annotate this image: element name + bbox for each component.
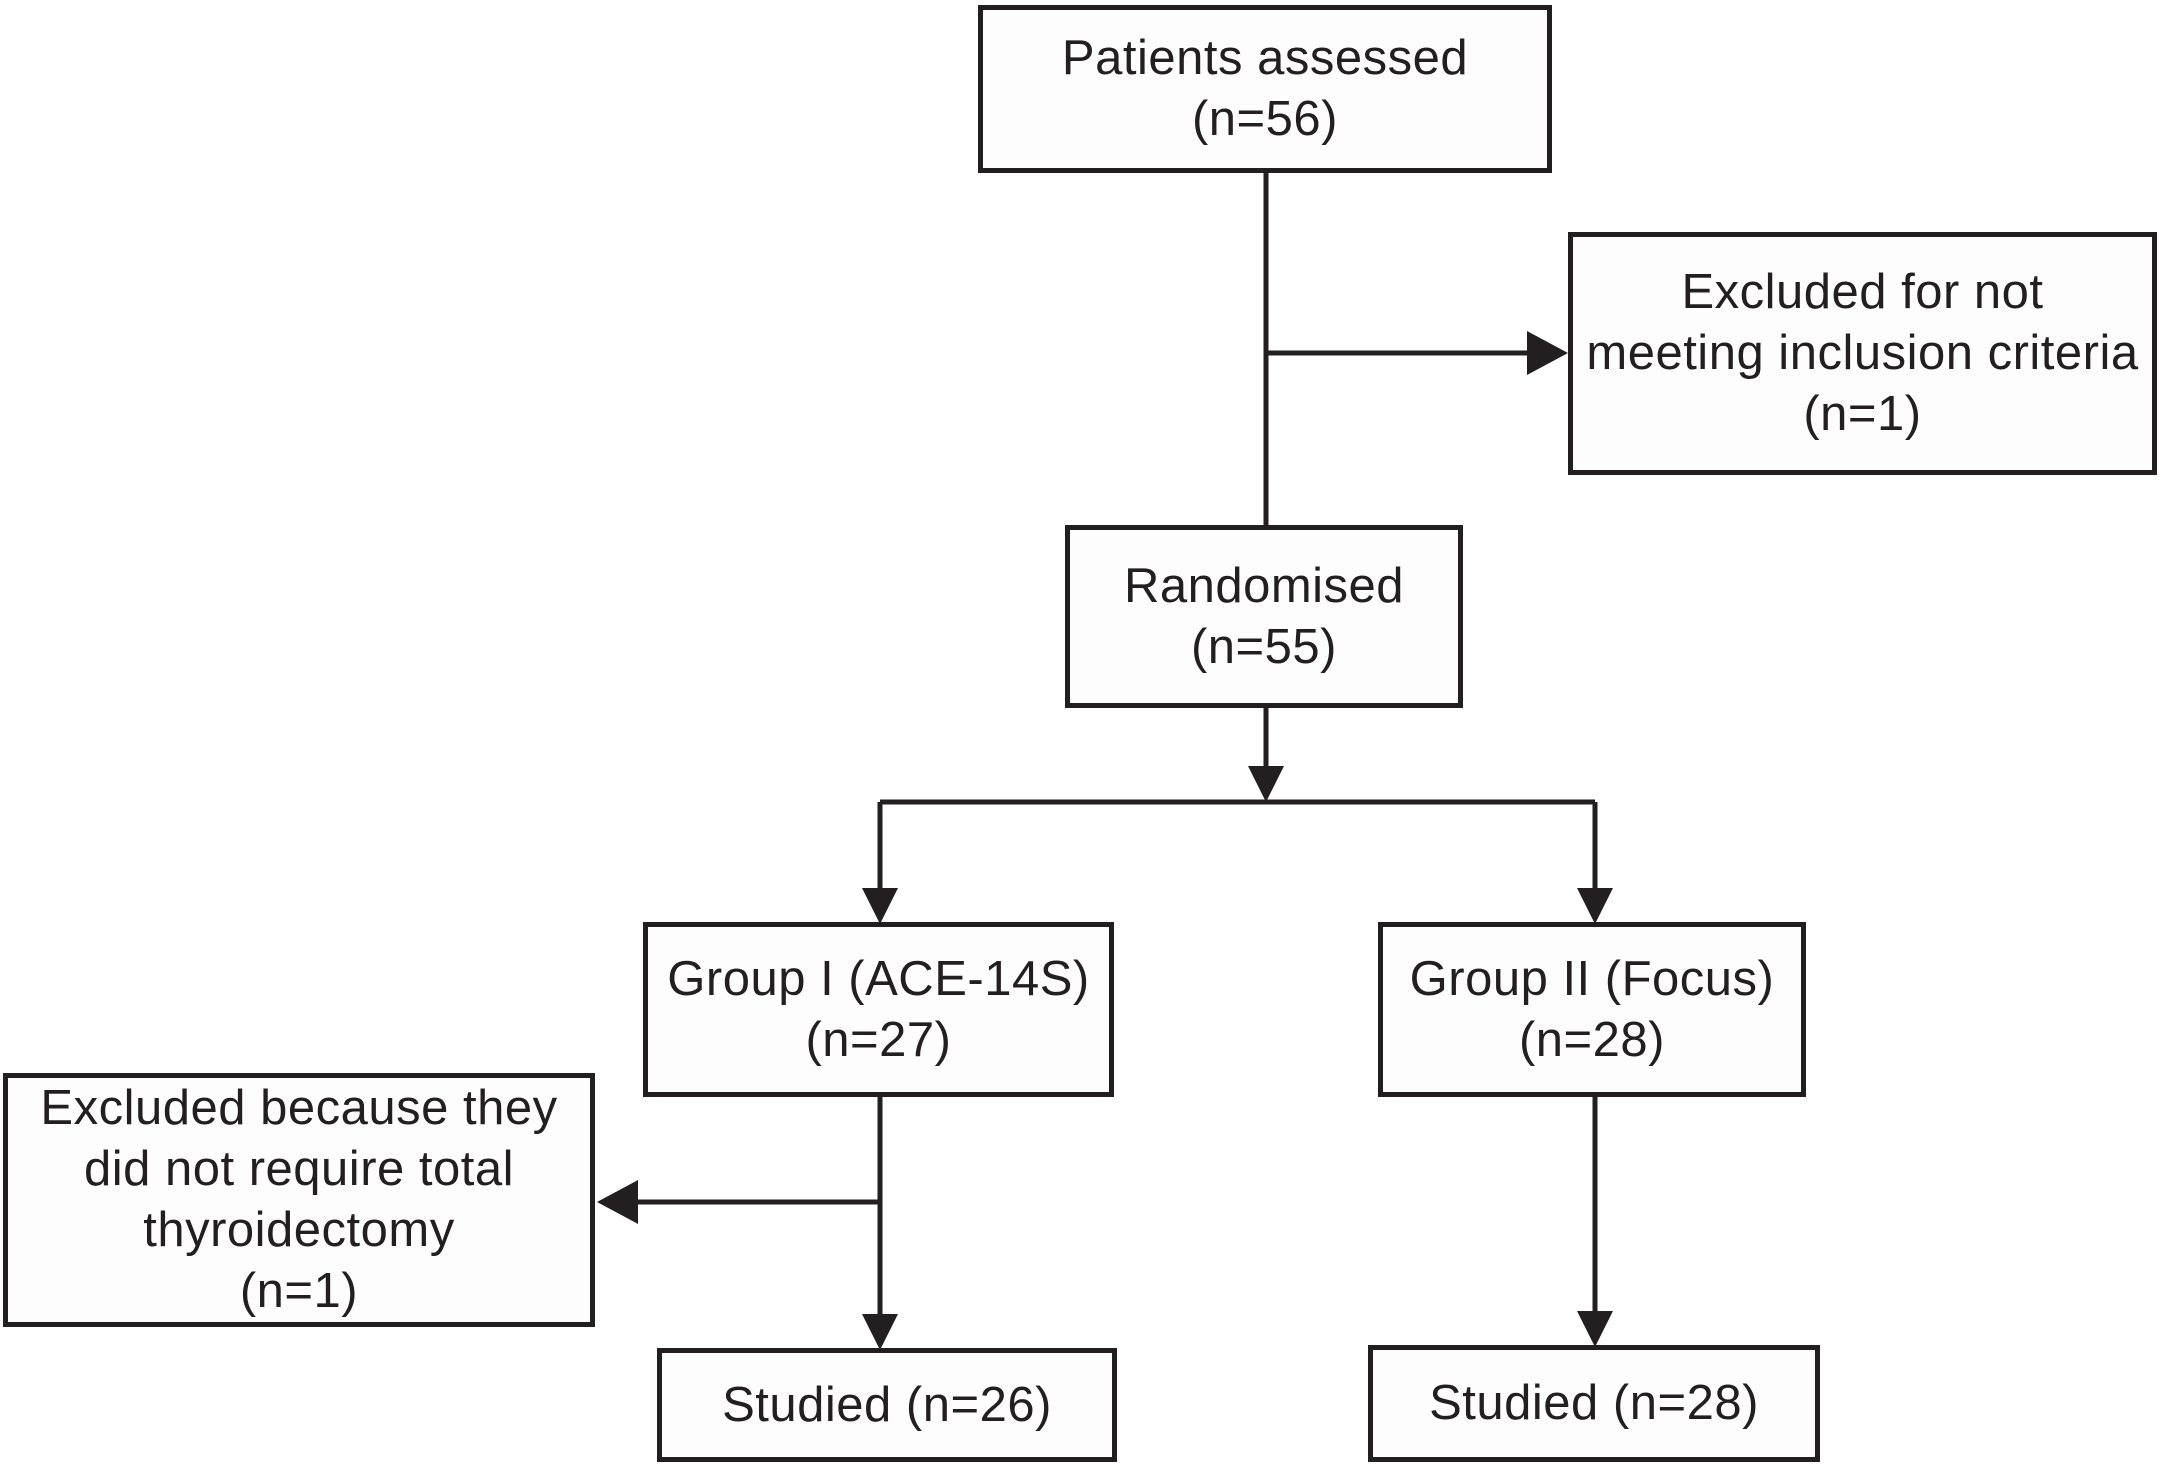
arrowhead-into-excluded-thyroidectomy — [597, 1180, 638, 1224]
studied-group2-label: Studied (n=28) — [1429, 1376, 1759, 1430]
excluded-thyroidectomy-box: Excluded because they did not require to… — [3, 1073, 595, 1327]
group1-ace14s-label: Group I (ACE-14S) (n=27) — [667, 951, 1090, 1067]
arrowhead-into-studied2 — [1577, 1311, 1613, 1347]
group1-ace14s-box: Group I (ACE-14S) (n=27) — [643, 922, 1114, 1097]
arrowhead-into-group1 — [862, 888, 898, 924]
studied-group2-box: Studied (n=28) — [1368, 1345, 1820, 1462]
excluded-inclusion-criteria-box: Excluded for not meeting inclusion crite… — [1568, 232, 2157, 475]
studied-group1-box: Studied (n=26) — [657, 1348, 1117, 1462]
excluded-thyroidectomy-label: Excluded because they did not require to… — [40, 1081, 558, 1318]
excluded-inclusion-criteria-label: Excluded for not meeting inclusion crite… — [1586, 265, 2139, 441]
randomised-box: Randomised (n=55) — [1065, 525, 1463, 708]
patients-assessed-label: Patients assessed (n=56) — [1061, 31, 1469, 146]
arrowhead-into-group2 — [1577, 888, 1613, 924]
arrowhead-into-studied1 — [862, 1314, 898, 1350]
group2-focus-box: Group II (Focus) (n=28) — [1378, 922, 1806, 1097]
studied-group1-label: Studied (n=26) — [722, 1377, 1052, 1432]
randomised-label: Randomised (n=55) — [1123, 558, 1405, 674]
group2-focus-label: Group II (Focus) (n=28) — [1409, 951, 1775, 1067]
arrowhead-into-split-bar — [1248, 766, 1284, 802]
arrowhead-into-excluded-inclusion — [1527, 331, 1568, 375]
patients-assessed-box: Patients assessed (n=56) — [978, 5, 1552, 173]
